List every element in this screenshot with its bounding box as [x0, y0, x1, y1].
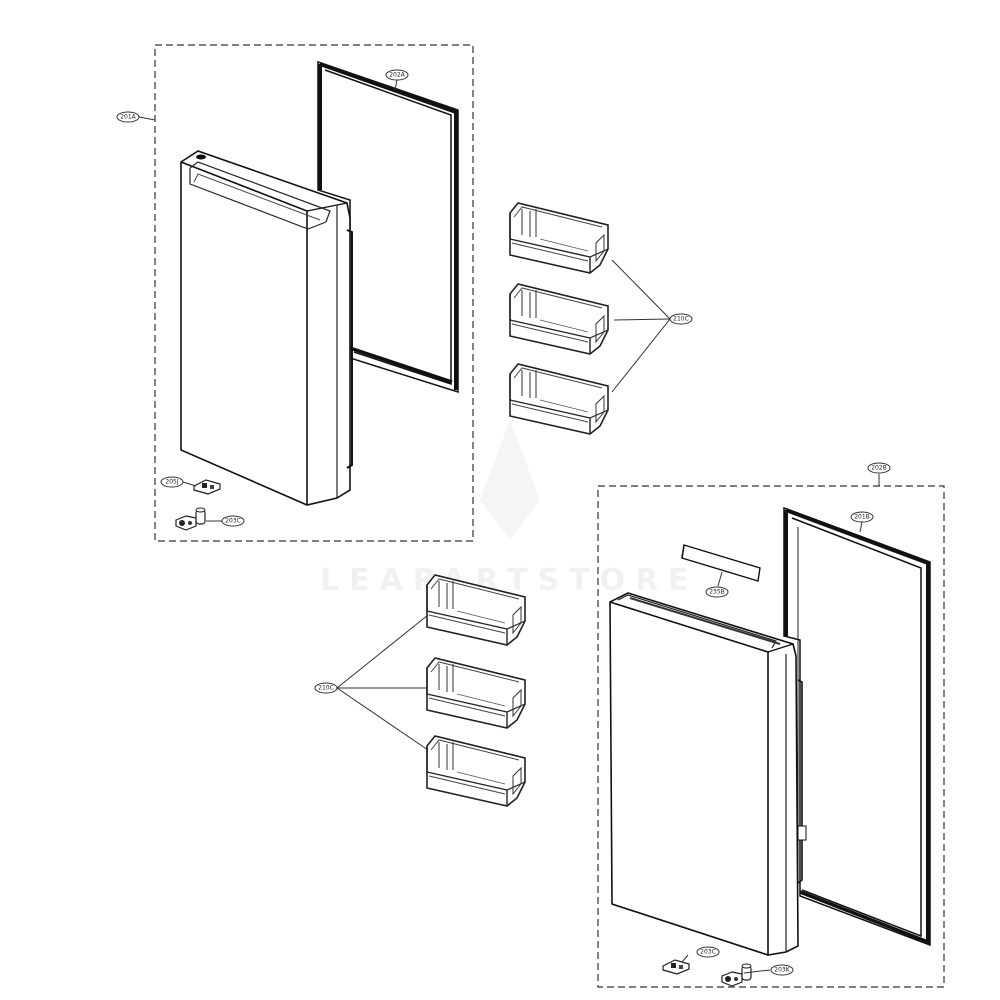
callout-hinge-cap-left: 205J	[160, 476, 184, 488]
right-hinge-cap	[662, 959, 690, 975]
callout-basket-group-right: 210C	[669, 313, 693, 325]
callout-gasket-left: 202A	[385, 69, 409, 81]
door-bin-lower-2	[426, 657, 526, 729]
left-hinge-cap	[193, 479, 221, 495]
right-door-panel	[609, 592, 807, 956]
callout-door-assy-left-label: 201A	[120, 114, 136, 121]
callout-door-assy-right: 202B	[867, 462, 891, 474]
right-door-assembly-boundary	[597, 485, 945, 988]
left-hinge	[175, 507, 206, 531]
callout-door-assy-left: 201A	[116, 111, 140, 123]
callout-basket-group-right-label: 210C	[673, 316, 689, 323]
left-door-assembly-boundary	[154, 44, 474, 542]
callout-deco-strip-label: 235B	[709, 589, 725, 596]
watermark-logo	[480, 420, 540, 540]
door-bin-upper-3	[509, 363, 609, 435]
callout-gasket-right: 201B	[850, 511, 874, 523]
callout-leaders	[138, 79, 880, 974]
callout-hinge-cap-right: 203C	[696, 946, 720, 958]
door-deco-strip	[681, 544, 761, 582]
callout-hinge-right: 203K	[770, 964, 794, 976]
callout-hinge-cap-left-label: 205J	[165, 479, 178, 486]
callout-hinge-right-label: 203K	[774, 967, 790, 974]
callout-gasket-right-label: 201B	[854, 514, 870, 521]
lower-bins-leader-lines	[336, 614, 429, 751]
callout-hinge-cap-right-label: 203C	[700, 949, 716, 956]
callout-gasket-left-label: 202A	[389, 72, 405, 79]
callout-hinge-left: 203C	[221, 515, 245, 527]
callout-basket-group-left: 210C	[314, 682, 338, 694]
callout-door-assy-right-label: 202B	[871, 465, 887, 472]
upper-bins-leader-lines	[611, 259, 671, 393]
callout-basket-group-left-label: 210C	[318, 685, 334, 692]
left-door-panel	[180, 150, 353, 506]
right-door-gasket	[783, 506, 931, 947]
callout-hinge-left-label: 203C	[225, 518, 241, 525]
door-bin-upper-1	[509, 202, 609, 274]
callout-deco-strip: 235B	[705, 586, 729, 598]
right-hinge	[721, 963, 752, 987]
door-bin-lower-3	[426, 735, 526, 807]
door-bin-upper-2	[509, 283, 609, 355]
